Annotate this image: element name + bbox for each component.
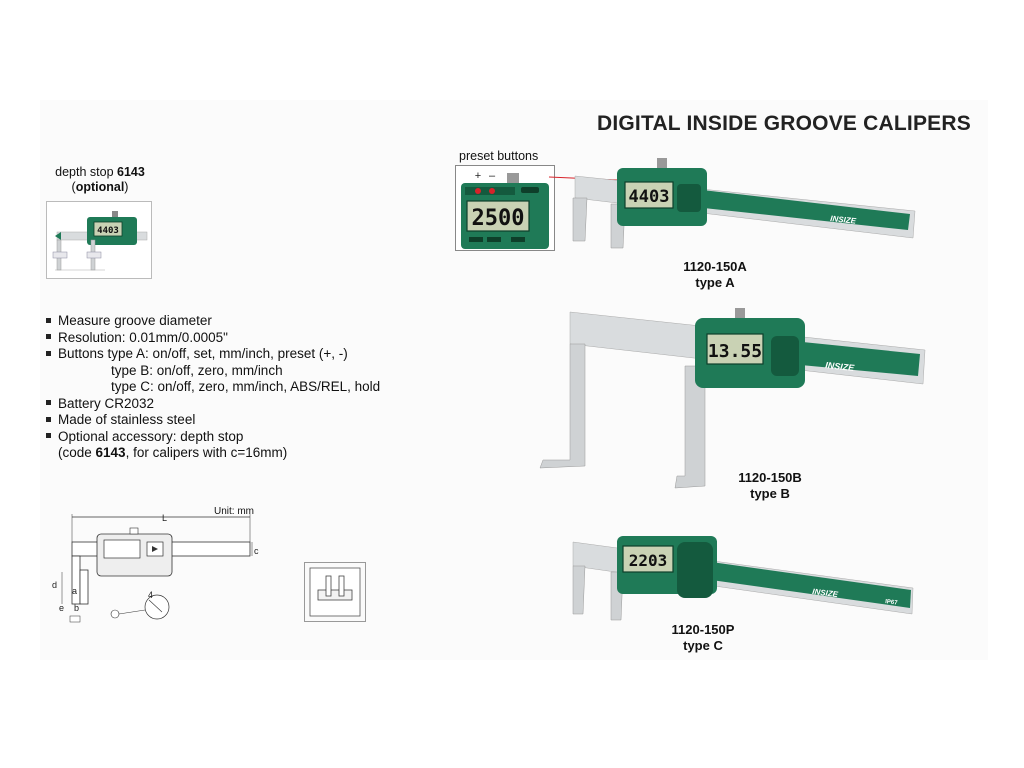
bullet-icon bbox=[46, 433, 51, 439]
model-label-b: 1120-150B type B bbox=[720, 470, 820, 502]
preset-minus-label: – bbox=[489, 170, 496, 182]
unit-label: Unit: mm bbox=[214, 506, 254, 517]
feature-text: Made of stainless steel bbox=[58, 412, 196, 427]
caliper-type-c: INSIZE IP67 2203 bbox=[572, 536, 914, 621]
feature-text: , for calipers with c=16mm) bbox=[125, 445, 288, 460]
depth-stop-optional: optional bbox=[75, 180, 125, 194]
technical-drawing: L c d a e b 4 bbox=[52, 513, 259, 623]
feature-item: Measure groove diameter bbox=[44, 313, 380, 330]
model-label-c: 1120-150P type C bbox=[653, 622, 753, 654]
feature-item: Battery CR2032 bbox=[44, 396, 380, 413]
bullet-icon bbox=[46, 317, 51, 323]
feature-subitem: (code 6143, for calipers with c=16mm) bbox=[44, 445, 380, 462]
preset-plus-button[interactable] bbox=[475, 188, 481, 194]
feature-text: Measure groove diameter bbox=[58, 313, 212, 328]
feature-item: Made of stainless steel bbox=[44, 412, 380, 429]
preset-lcd-value: 2500 bbox=[472, 206, 525, 231]
dim-e: e bbox=[59, 603, 64, 613]
brand-logo-a: INSIZE bbox=[830, 214, 857, 226]
feature-text: (code bbox=[58, 445, 96, 460]
feature-text: type C: on/off, zero, mm/inch, ABS/REL, … bbox=[111, 379, 381, 394]
paren-close: ) bbox=[124, 180, 129, 194]
feature-subitem: type C: on/off, zero, mm/inch, ABS/REL, … bbox=[44, 379, 380, 396]
feature-item: Optional accessory: depth stop bbox=[44, 429, 380, 446]
feature-text: Battery CR2032 bbox=[58, 395, 155, 411]
feature-subitem: type B: on/off, zero, mm/inch bbox=[44, 363, 380, 380]
feature-text: type B: on/off, zero, mm/inch bbox=[111, 362, 283, 378]
feature-item: Buttons type A: on/off, set, mm/inch, pr… bbox=[44, 346, 380, 363]
feature-item: Resolution: 0.01mm/0.0005" bbox=[44, 330, 380, 347]
brand-logo-c: INSIZE bbox=[812, 587, 839, 599]
depth-stop-thumbnail: 4403 bbox=[46, 201, 152, 279]
model-code: 1120-150B bbox=[738, 470, 802, 485]
dim-L: L bbox=[162, 513, 167, 523]
dim-d: d bbox=[52, 580, 57, 590]
lcd-value-c: 2203 bbox=[629, 551, 668, 570]
model-type: type A bbox=[695, 275, 735, 290]
depth-stop-caption: depth stop 6143 (optional) bbox=[40, 165, 160, 195]
dim-c: c bbox=[254, 546, 259, 556]
bullet-icon bbox=[46, 416, 51, 422]
model-type: type C bbox=[683, 638, 723, 653]
paren-open: ( bbox=[71, 180, 76, 194]
caliper-type-b: INSIZE 13.55 bbox=[539, 308, 926, 489]
bullet-icon bbox=[46, 400, 51, 406]
preset-buttons-inset: + – 2500 bbox=[455, 165, 555, 251]
feature-code: 6143 bbox=[95, 445, 126, 460]
dim-b: b bbox=[74, 603, 79, 613]
model-label-a: 1120-150A type A bbox=[665, 259, 765, 291]
feature-list: Measure groove diameter Resolution: 0.01… bbox=[44, 313, 380, 462]
feature-text: Buttons type A: on/off, set, mm/inch, pr… bbox=[58, 346, 348, 361]
lcd-value-a: 4403 bbox=[629, 187, 670, 207]
lcd-value-b: 13.55 bbox=[708, 341, 762, 362]
preset-buttons-label: preset buttons bbox=[459, 149, 539, 163]
caliper-type-a: INSIZE 4403 bbox=[572, 158, 916, 249]
depth-stop-code: 6143 bbox=[117, 165, 145, 179]
dim-4: 4 bbox=[148, 590, 153, 600]
feature-text: Optional accessory: depth stop bbox=[58, 428, 244, 444]
groove-diagram bbox=[304, 562, 366, 622]
bullet-icon bbox=[46, 334, 51, 340]
depth-stop-prefix: depth stop bbox=[55, 165, 118, 179]
rating-label: IP67 bbox=[885, 599, 899, 607]
model-code: 1120-150A bbox=[683, 259, 747, 274]
page-title: DIGITAL INSIDE GROOVE CALIPERS bbox=[597, 112, 971, 135]
feature-text: Resolution: 0.01mm/0.0005" bbox=[58, 329, 228, 345]
model-type: type B bbox=[750, 486, 790, 501]
dim-a: a bbox=[72, 586, 77, 596]
thumb-lcd-value: 4403 bbox=[97, 226, 119, 236]
preset-minus-button[interactable] bbox=[489, 188, 495, 194]
model-code: 1120-150P bbox=[671, 622, 735, 637]
bullet-icon bbox=[46, 350, 51, 356]
brand-logo-b: INSIZE bbox=[825, 360, 856, 373]
preset-plus-label: + bbox=[475, 170, 481, 182]
depth-stop-illustration: 4403 bbox=[52, 211, 148, 271]
